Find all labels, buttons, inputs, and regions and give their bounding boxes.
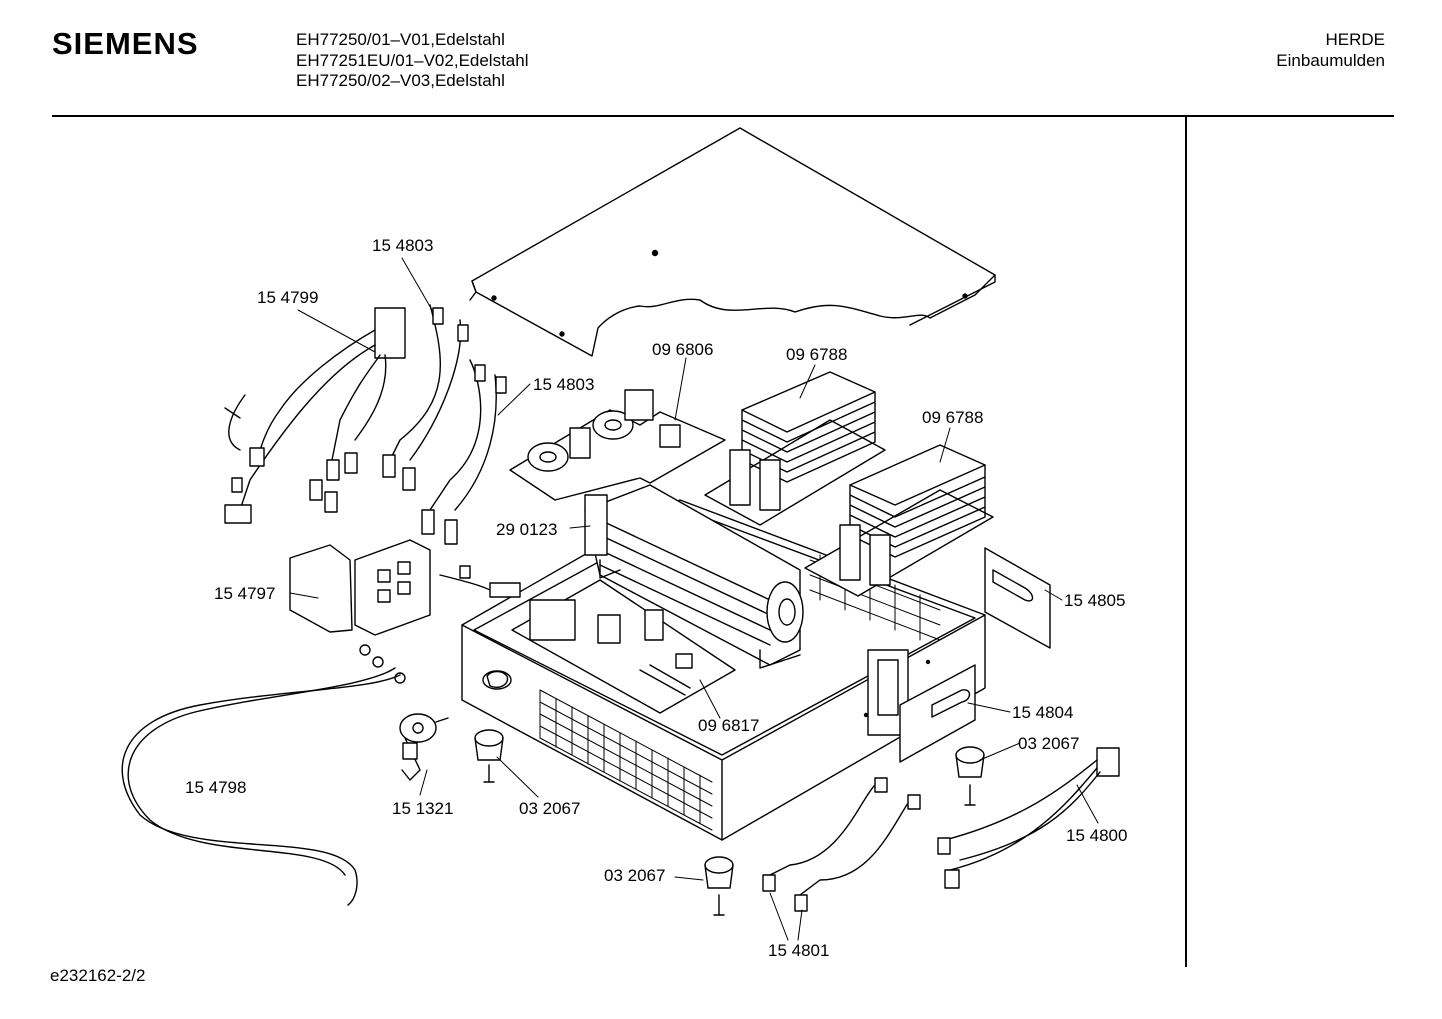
power-board-a xyxy=(704,371,886,526)
model-line: EH77250/01–V01,Edelstahl xyxy=(296,30,505,49)
mains-cable xyxy=(121,644,406,906)
fan-blower xyxy=(584,484,804,669)
filter-board xyxy=(509,389,726,501)
drawing-id: e232162-2/2 xyxy=(50,966,146,985)
model-line: EH77251EU/01–V02,Edelstahl xyxy=(296,50,529,70)
category-title: HERDE xyxy=(1325,30,1385,49)
wire-harness-154801 xyxy=(762,777,921,912)
label-032067-c: 03 2067 xyxy=(604,866,665,885)
label-096817: 09 6817 xyxy=(698,716,759,735)
label-154804: 15 4804 xyxy=(1012,703,1073,722)
label-096788-a: 09 6788 xyxy=(786,345,847,364)
power-board-b xyxy=(804,444,994,597)
brand-logo: SIEMENS xyxy=(52,26,199,61)
foot-032067-a xyxy=(474,729,504,783)
side-panel-154804 xyxy=(899,664,976,763)
label-032067-a: 03 2067 xyxy=(1018,734,1079,753)
label-154803-b: 15 4803 xyxy=(533,375,594,394)
label-290123: 29 0123 xyxy=(496,520,557,539)
bridge-connector xyxy=(439,565,521,598)
part-labels: 15 4803 15 4799 15 4803 09 6806 09 6788 … xyxy=(185,236,1127,960)
label-096806: 09 6806 xyxy=(652,340,713,359)
label-032067-b: 03 2067 xyxy=(519,799,580,818)
label-154797: 15 4797 xyxy=(214,584,275,603)
cover-plate xyxy=(469,127,996,357)
leader-lines xyxy=(289,257,1099,941)
label-154803-a: 15 4803 xyxy=(372,236,433,255)
rear-panel-154805 xyxy=(984,547,1051,649)
label-154800: 15 4800 xyxy=(1066,826,1127,845)
wire-harness-154800 xyxy=(937,747,1120,889)
label-154805: 15 4805 xyxy=(1064,591,1125,610)
control-board xyxy=(511,579,736,714)
model-list: EH77250/01–V01,Edelstahl EH77251EU/01–V0… xyxy=(296,30,529,92)
foot-032067-b xyxy=(955,746,985,806)
label-151321: 15 1321 xyxy=(392,799,453,818)
wire-harness-154799 xyxy=(224,307,406,524)
terminal-block xyxy=(289,539,431,636)
category-subtitle: Einbaumulden xyxy=(1276,50,1385,70)
header-divider xyxy=(52,115,1394,117)
category-block: HERDE Einbaumulden xyxy=(1276,30,1385,71)
model-line: EH77250/02–V03,Edelstahl xyxy=(296,71,505,90)
label-096788-b: 09 6788 xyxy=(922,408,983,427)
foot-032067-c xyxy=(704,856,734,916)
label-154801: 15 4801 xyxy=(768,941,829,960)
label-154799: 15 4799 xyxy=(257,288,318,307)
sensor-151321 xyxy=(399,713,449,781)
sidebar-divider xyxy=(1185,117,1187,967)
wire-harness-154803 xyxy=(382,304,507,545)
label-154798: 15 4798 xyxy=(185,778,246,797)
